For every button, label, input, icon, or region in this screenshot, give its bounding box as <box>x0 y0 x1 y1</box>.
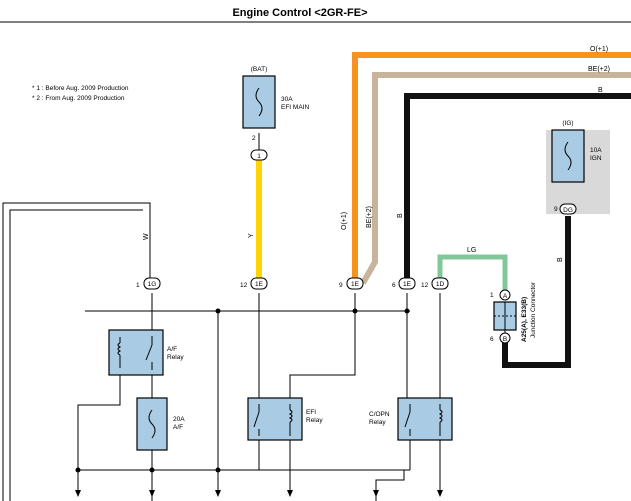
svg-text:6: 6 <box>392 282 396 289</box>
copn-relay: C/OPN Relay <box>369 397 453 441</box>
fuse-symbol <box>255 87 263 117</box>
ground-arrows <box>75 490 443 497</box>
wire-label-be2: BE(+2) <box>588 66 610 73</box>
connector-1d: 12 1D <box>421 277 449 290</box>
svg-text:1: 1 <box>136 282 140 289</box>
wire-black-ig <box>502 216 571 368</box>
wire-label-w: W <box>143 233 150 240</box>
af-fuse: 20A A/F <box>136 397 185 451</box>
svg-text:9: 9 <box>339 282 343 289</box>
connector-1e-12: 12 1E <box>240 277 268 290</box>
ig-connector <box>559 203 577 215</box>
bat-connector <box>250 149 268 161</box>
svg-text:20A: 20A <box>173 416 185 423</box>
ig-conn-label: DG <box>563 207 573 214</box>
wire-w-outer <box>2 202 151 501</box>
svg-text:EFI: EFI <box>306 409 316 416</box>
fuse-symbol <box>564 141 572 171</box>
bat-fuse-amp: 30A <box>281 96 293 103</box>
svg-text:6: 6 <box>490 336 494 343</box>
bat-pin: 2 <box>252 135 256 142</box>
svg-text:1D: 1D <box>436 281 445 288</box>
bat-fuse-name: EFI MAIN <box>281 104 309 111</box>
af-relay: A/F Relay <box>108 329 184 376</box>
wire-efi-feed <box>289 311 356 398</box>
splice-dot <box>352 308 358 314</box>
svg-text:1E: 1E <box>403 281 412 288</box>
note-2: * 2 : From Aug. 2009 Production <box>32 95 125 102</box>
note-1: * 1 : Before Aug. 2009 Production <box>32 85 129 92</box>
svg-text:Relay: Relay <box>167 354 184 361</box>
wire-label-lg: LG <box>467 247 476 254</box>
svg-text:A/F: A/F <box>167 346 177 353</box>
svg-text:B: B <box>503 336 507 343</box>
splice-dot <box>215 308 221 314</box>
svg-text:A: A <box>503 293 508 300</box>
svg-text:Relay: Relay <box>369 419 386 426</box>
svg-text:1E: 1E <box>255 281 264 288</box>
connector-1e-9: 9 1E <box>339 277 364 290</box>
wire-label-b-vertical: B <box>397 213 404 218</box>
ig-fuse-name: IGN <box>590 155 602 162</box>
splice-dot <box>75 467 81 473</box>
ig-label: (IG) <box>562 120 573 127</box>
svg-text:A/F: A/F <box>173 424 183 431</box>
svg-text:A25(A), E33(B): A25(A), E33(B) <box>521 297 528 342</box>
svg-text:Relay: Relay <box>306 417 323 424</box>
connector-1g: 1 1G <box>136 277 161 290</box>
svg-text:1G: 1G <box>148 281 157 288</box>
wire-label-be2-vertical: BE(+2) <box>366 206 373 228</box>
wire-label-o1-vertical: O(+1) <box>341 212 348 230</box>
wire-copn-branch <box>375 470 405 501</box>
svg-text:Junction Connector: Junction Connector <box>530 281 537 338</box>
wire-label-o1: O(+1) <box>590 46 608 53</box>
svg-text:1: 1 <box>490 292 494 299</box>
ig-fuse-amp: 10A <box>590 147 602 154</box>
svg-text:1E: 1E <box>351 281 360 288</box>
wire-orange <box>352 52 631 283</box>
page-title: Engine Control <2GR-FE> <box>232 7 367 19</box>
svg-text:12: 12 <box>240 282 248 289</box>
svg-text:C/OPN: C/OPN <box>369 411 390 418</box>
wire-green <box>437 254 508 290</box>
wire-label-y: Y <box>248 233 255 238</box>
efi-relay: EFI Relay <box>247 397 323 441</box>
splice-dot <box>404 308 410 314</box>
wire-black-top <box>404 93 631 283</box>
wire-label-b: B <box>598 87 603 94</box>
wire-tan <box>360 72 631 285</box>
connector-1e-6: 6 1E <box>392 277 416 290</box>
junction-connector: 1 A 6 B A25(A), E33(B) Junction Connecto… <box>490 281 537 344</box>
wire-w-inner <box>9 209 143 501</box>
bat-conn-label: 1 <box>257 153 261 160</box>
ig-pin: 9 <box>554 206 558 213</box>
svg-text:12: 12 <box>421 282 429 289</box>
bat-label: (BAT) <box>251 66 268 73</box>
splice-dot <box>149 467 155 473</box>
wire-label-b-ig: B <box>557 257 564 262</box>
wire-af-coil <box>77 375 121 490</box>
